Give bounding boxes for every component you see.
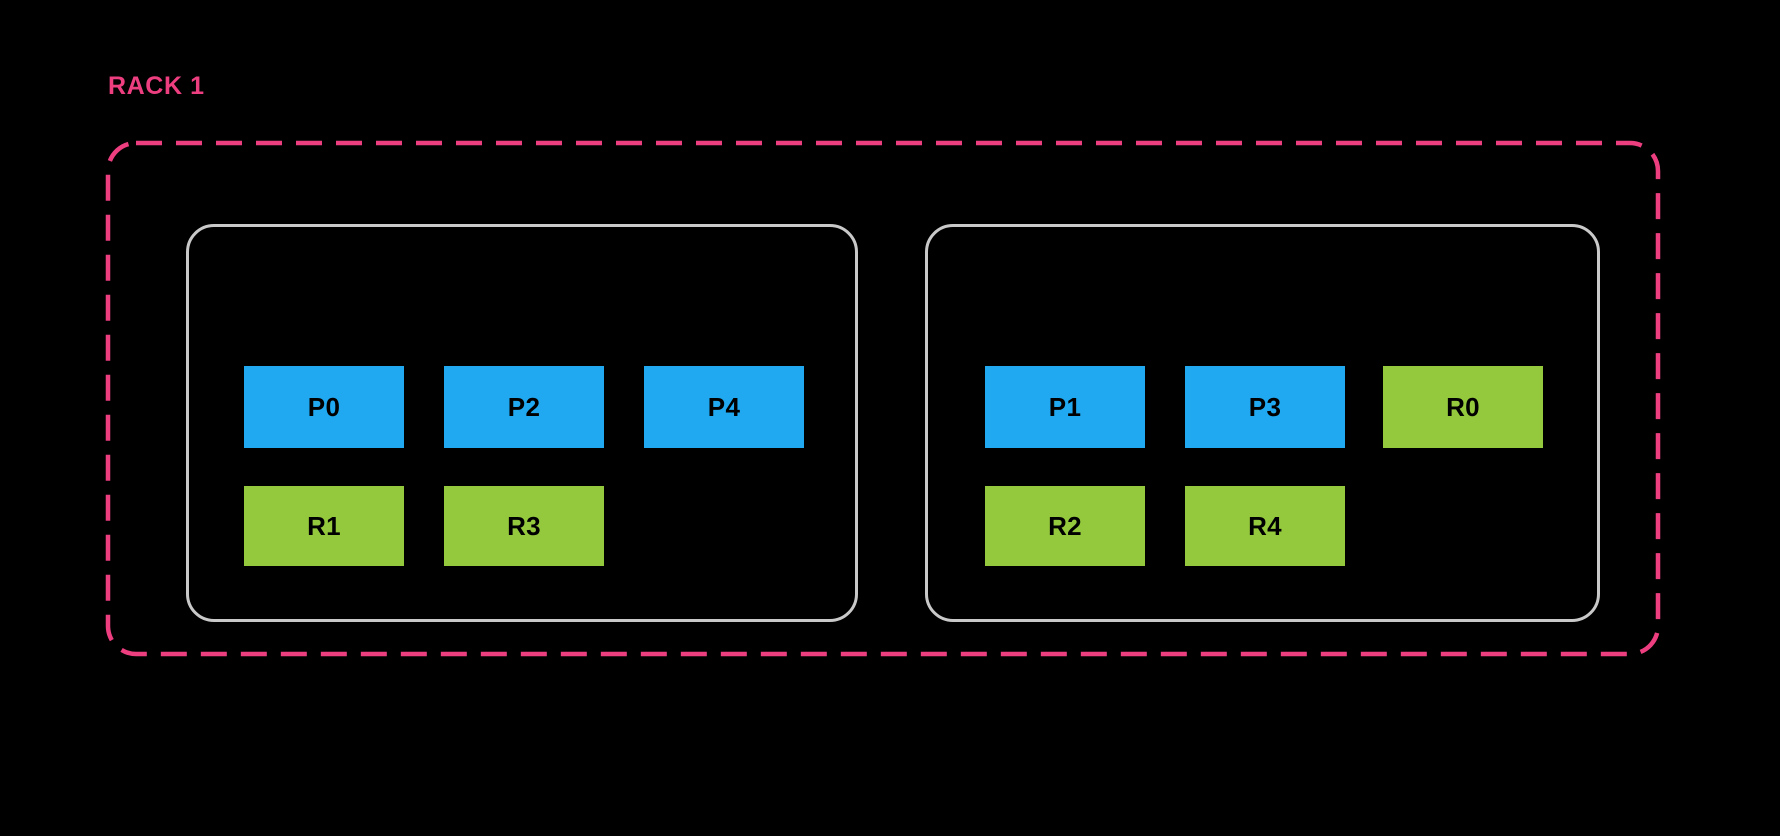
replica-block-r0: R0 [1383,366,1543,448]
replica-block-r3: R3 [444,486,604,566]
partition-block-p4: P4 [644,366,804,448]
partition-block-p0: P0 [244,366,404,448]
replica-block-r1: R1 [244,486,404,566]
rack-label: RACK 1 [108,72,205,100]
partition-block-p3: P3 [1185,366,1345,448]
replica-block-r4: R4 [1185,486,1345,566]
replica-block-r2: R2 [985,486,1145,566]
partition-block-p2: P2 [444,366,604,448]
partition-block-p1: P1 [985,366,1145,448]
